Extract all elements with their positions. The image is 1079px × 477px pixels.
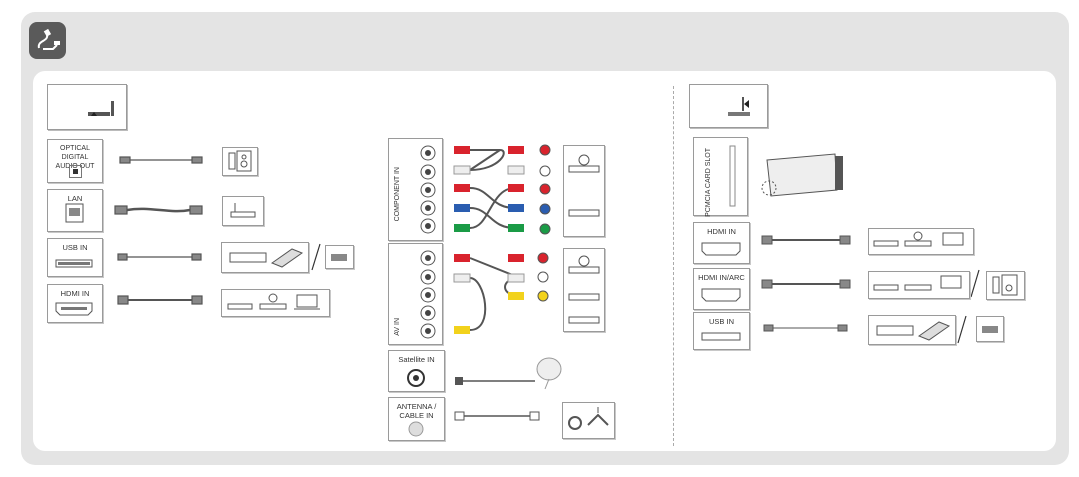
usb-right-label: USB IN: [708, 317, 734, 326]
satellite-dish-icon: [533, 355, 569, 391]
tv-bottom-panel-icon: [47, 84, 127, 130]
hdmi-port-right[interactable]: HDMI IN: [693, 222, 750, 264]
antenna-in-port[interactable]: ANTENNA / CABLE IN: [388, 397, 445, 441]
optical-jack: [69, 165, 82, 178]
hdmi-devices-left: [221, 289, 330, 317]
component-in-port[interactable]: COMPONENT IN: [388, 138, 443, 241]
section-divider: [673, 86, 674, 446]
cable-connection-icon: [29, 22, 66, 59]
component-devices: [563, 145, 605, 237]
satellite-label: Satellite IN: [398, 355, 435, 364]
optical-label: OPTICAL DIGITAL AUDIO OUT: [55, 145, 95, 170]
hdmi-devices-right: [868, 228, 974, 255]
hdmi-port-left[interactable]: HDMI IN: [47, 284, 103, 323]
speaker-icon: [222, 147, 258, 176]
usb-hdd-icon-right: [868, 315, 956, 345]
usb-port-left[interactable]: USB IN: [47, 238, 103, 277]
usb-left-label: USB IN: [62, 243, 88, 252]
hdmi-arc-label: HDMI IN/ARC: [698, 273, 745, 282]
pcmcia-card-slot[interactable]: PCMCIA CARD SLOT: [693, 137, 748, 217]
usb-port-right[interactable]: USB IN: [693, 312, 750, 350]
house-antenna-icon: [562, 402, 615, 439]
hdmi-right-label: HDMI IN: [707, 227, 736, 236]
speaker-icon-right: [986, 271, 1025, 300]
hdmi-left-label: HDMI IN: [60, 289, 90, 298]
usb-stick-icon-right: [976, 316, 1004, 342]
router-icon: [222, 196, 264, 226]
hdmi-arc-devices: [868, 271, 970, 299]
lan-port[interactable]: LAN: [47, 189, 103, 232]
ci-card-icon: [757, 150, 847, 205]
antenna-label: ANTENNA / CABLE IN: [396, 402, 437, 420]
optical-audio-port[interactable]: OPTICAL DIGITAL AUDIO OUT: [47, 139, 103, 183]
hdmi-arc-port[interactable]: HDMI IN/ARC: [693, 268, 750, 310]
av-devices: [563, 248, 605, 332]
lan-label: LAN: [67, 194, 83, 203]
satellite-in-port[interactable]: Satellite IN: [388, 350, 445, 392]
av-in-port[interactable]: AV IN: [388, 243, 443, 345]
tv-side-panel-icon: [689, 84, 768, 128]
usb-hdd-icon: [221, 242, 309, 273]
usb-stick-icon: [325, 245, 354, 269]
